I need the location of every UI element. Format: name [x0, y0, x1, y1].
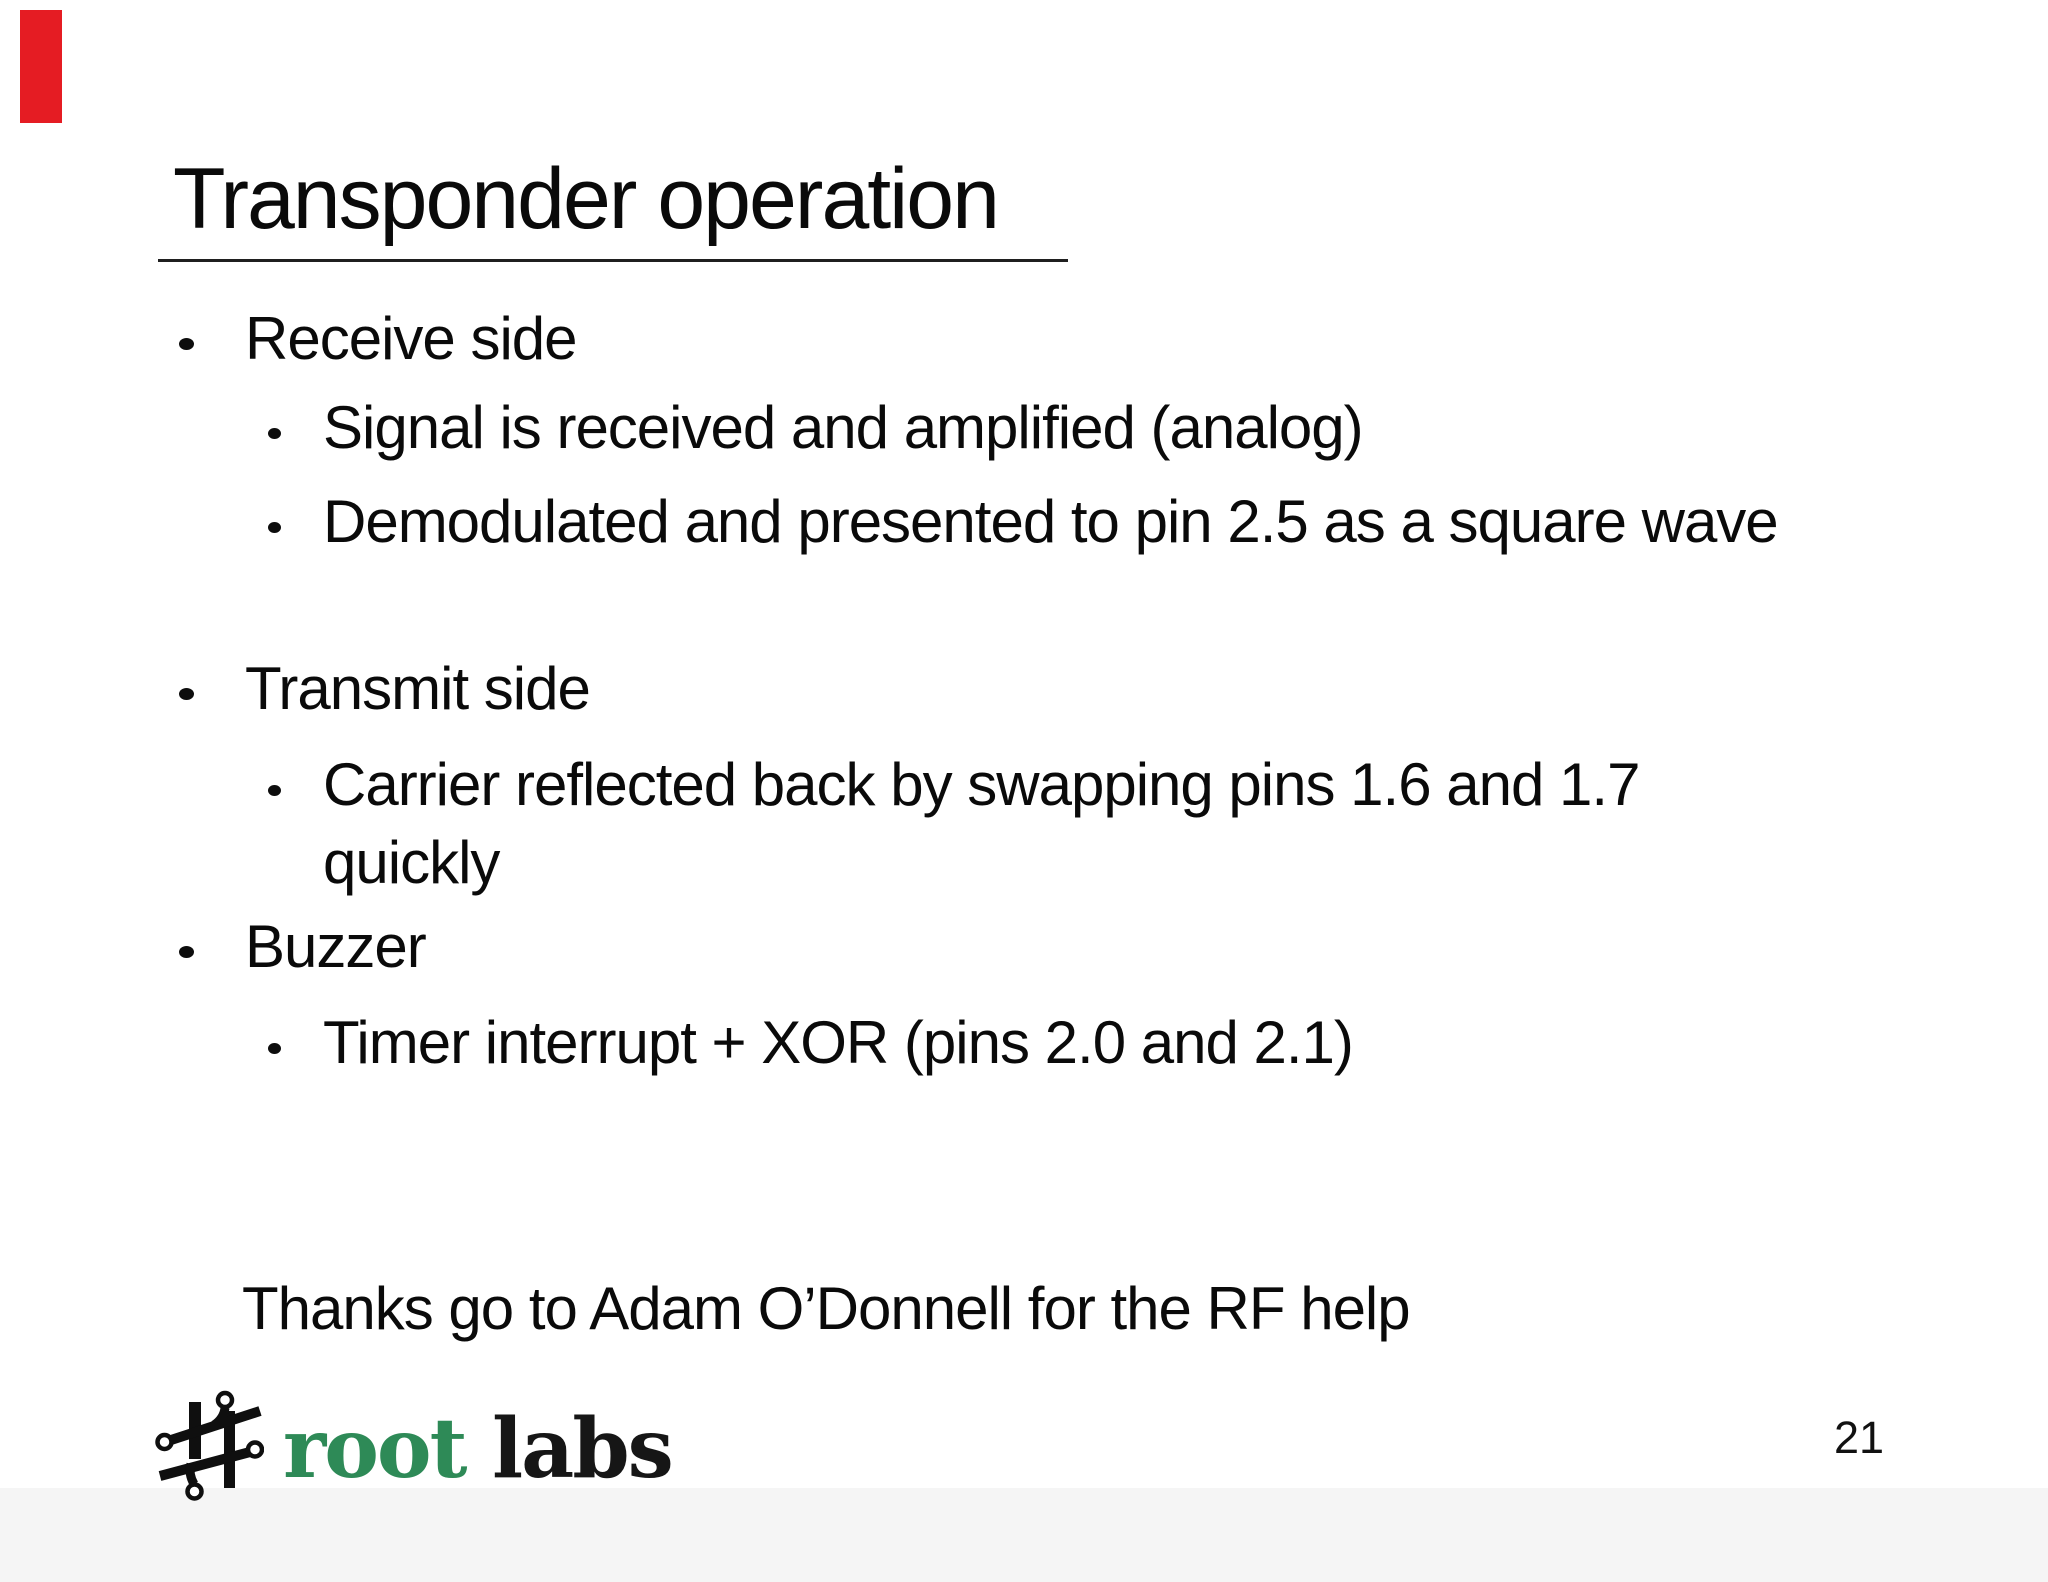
bullet-dot-icon: [268, 785, 281, 796]
bullet-dot-icon: [268, 1043, 281, 1054]
bullet-dot-icon: [179, 338, 194, 350]
bullet-text: Carrier reflected back by swapping pins …: [323, 751, 1640, 896]
bullet-text: Transmit side: [245, 655, 591, 722]
logo-word-labs: labs: [492, 1401, 674, 1497]
bullet-text: Signal is received and amplified (analog…: [323, 394, 1364, 461]
bullet-item-buzzer: Buzzer: [179, 908, 427, 986]
bullet-text: Buzzer: [245, 913, 427, 980]
bullet-item-timer: Timer interrupt + XOR (pins 2.0 and 2.1): [268, 1004, 1354, 1082]
bullet-dot-icon: [179, 688, 194, 700]
bullet-dot-icon: [179, 946, 194, 958]
bullet-item-transmit-side: Transmit side: [179, 650, 591, 728]
title-underline: [158, 259, 1068, 262]
root-labs-logo: root labs: [152, 1390, 674, 1510]
logo-word-root: root: [283, 1401, 467, 1497]
bullet-item-signal: Signal is received and amplified (analog…: [268, 389, 1364, 467]
bullet-text: Timer interrupt + XOR (pins 2.0 and 2.1): [323, 1009, 1354, 1076]
bottom-gray-band: [0, 1488, 2048, 1582]
bullet-item-receive-side: Receive side: [179, 300, 578, 378]
bullet-dot-icon: [268, 428, 281, 439]
bullet-dot-icon: [268, 522, 281, 533]
red-marker: [20, 10, 62, 123]
acknowledgement-text: Thanks go to Adam O’Donnell for the RF h…: [242, 1275, 1411, 1342]
logo-wordmark: root labs: [283, 1408, 674, 1490]
bullet-text: Demodulated and presented to pin 2.5 as …: [323, 488, 1779, 555]
circuit-hash-icon: [155, 1390, 264, 1501]
bullet-item-carrier: Carrier reflected back by swapping pins …: [268, 746, 1783, 902]
bullet-item-demodulated: Demodulated and presented to pin 2.5 as …: [268, 483, 1779, 561]
slide-title: Transponder operation: [173, 151, 1000, 247]
bullet-text: Receive side: [245, 305, 578, 372]
page-number: 21: [1834, 1412, 1885, 1463]
